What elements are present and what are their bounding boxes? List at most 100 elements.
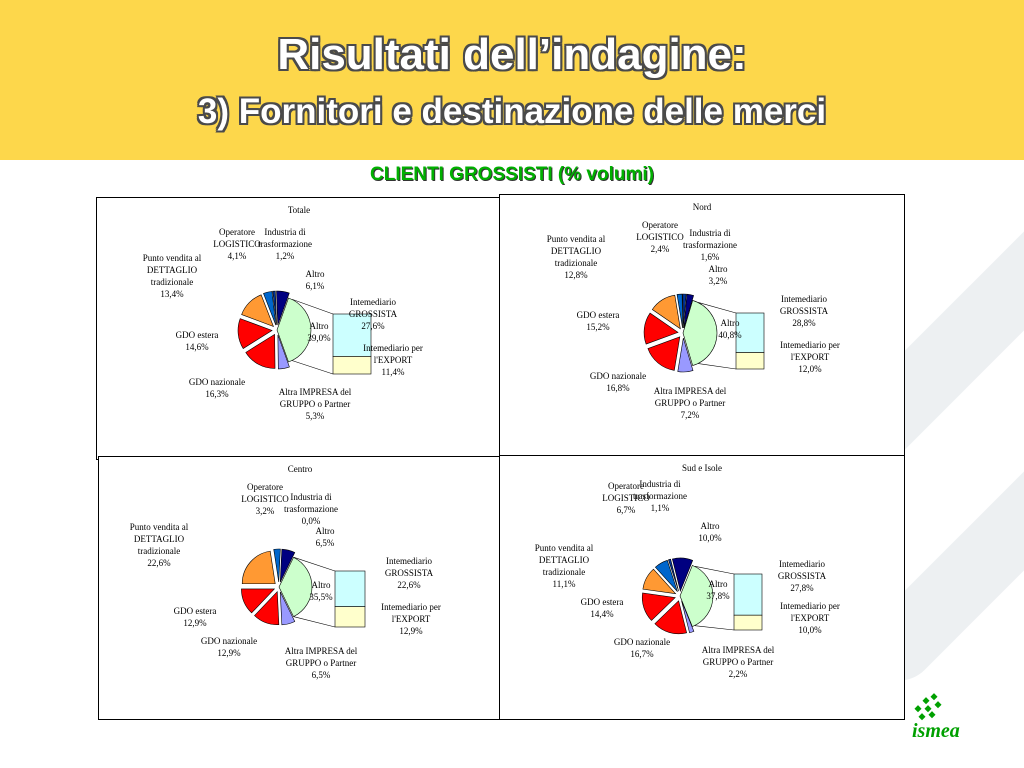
- breakdown-label-name: Intemediario per l'EXPORT: [363, 343, 423, 365]
- slice-label-value: 3,2%: [708, 276, 728, 286]
- slice-label-value: 16,7%: [630, 649, 654, 659]
- breakdown-label-value: 27,8%: [790, 583, 814, 593]
- slice-label-value: 13,4%: [160, 289, 184, 299]
- slice-label-name: GDO nazionale: [188, 377, 246, 387]
- chart-title: Nord: [692, 202, 712, 212]
- breakdown-label-name: Intemediario GROSSISTA: [779, 294, 829, 316]
- slice-label-name: Altra IMPRESA del GRUPPO o Partner: [701, 645, 775, 667]
- slice-label-value: 1,6%: [700, 252, 720, 262]
- breakdown-label-name: Intemediario per l'EXPORT: [780, 601, 840, 623]
- slice-gdo-estera: [241, 588, 276, 614]
- bar-segment-export: [733, 614, 763, 631]
- slice-label-value: 10,0%: [698, 533, 722, 543]
- slice-gdo-nazionale: [254, 590, 280, 625]
- slice-altro: [278, 556, 313, 618]
- page-title: Risultati dell’indagine:: [277, 30, 747, 79]
- breakdown-label-value: 28,8%: [792, 318, 816, 328]
- slice-label-value: 22,6%: [147, 558, 171, 568]
- slice-altro-small: [671, 557, 694, 592]
- slice-label-value: 40,8%: [718, 330, 742, 340]
- slice-label-name: Industria di trasformazione: [258, 227, 312, 249]
- slice-altra-impresa: [681, 600, 695, 634]
- slice-label: Industria di trasformazione 1,2%: [243, 226, 327, 262]
- slice-label-value: 1,2%: [275, 251, 295, 261]
- slice-altra-impresa: [279, 591, 296, 626]
- slice-label-name: Altro: [315, 526, 335, 536]
- slice-operatore-logistico: [263, 291, 277, 326]
- slice-label-value: 12,8%: [564, 270, 588, 280]
- connector-line: [293, 616, 336, 628]
- slice-punto-vendita: [241, 294, 274, 328]
- slice-punto-vendita: [241, 550, 276, 585]
- section-title: CLIENTI GROSSISTI (% volumi): [370, 164, 654, 185]
- slice-label: Altro 3,2%: [676, 263, 760, 287]
- slice-label-value: 6,1%: [305, 281, 325, 291]
- breakdown-label-name: Intemediario GROSSISTA: [777, 559, 827, 581]
- slice-label-name: Punto vendita al DETTAGLIO tradizionale: [534, 543, 594, 577]
- slice-label-value: 6,7%: [616, 505, 636, 515]
- slice-label-name: Operatore LOGISTICO: [636, 220, 684, 242]
- slice-label-value: 14,4%: [590, 609, 614, 619]
- slice-label-name: GDO estera: [580, 597, 624, 607]
- slice-label-value: 12,9%: [183, 618, 207, 628]
- slice-label-value: 1,1%: [650, 503, 670, 513]
- bar-segment-grossista: [735, 312, 765, 353]
- slice-label-name: Operatore LOGISTICO: [241, 482, 289, 504]
- slice-altra-impresa: [677, 337, 694, 373]
- slice-label-name: Altro: [708, 264, 728, 274]
- slice-label-name: Operatore LOGISTICO: [602, 481, 650, 503]
- slice-altro-small: [279, 548, 296, 583]
- breakdown-label-name: Intemediario per l'EXPORT: [381, 602, 441, 624]
- slice-label-value: 0,0%: [301, 516, 321, 526]
- slice-label-value: 3,2%: [255, 506, 275, 516]
- slice-label-name: Altra IMPRESA del GRUPPO o Partner: [284, 646, 358, 668]
- slice-label: Altra IMPRESA del GRUPPO o Partner 6,5%: [279, 645, 363, 681]
- slice-label-name: Punto vendita al DETTAGLIO tradizionale: [546, 234, 606, 268]
- chart-title: Centro: [287, 464, 313, 474]
- connector-line: [698, 363, 737, 370]
- slice-gdo-nazionale: [647, 336, 681, 371]
- slice-label-name: Altra IMPRESA del GRUPPO o Partner: [278, 387, 352, 409]
- slice-label-value: 6,5%: [311, 670, 331, 680]
- slice-label: Altra IMPRESA del GRUPPO o Partner 5,3%: [273, 386, 357, 422]
- slice-label-value: 5,3%: [305, 411, 325, 421]
- pie-chart-totale: [237, 290, 372, 375]
- slice-industria: [668, 558, 679, 592]
- slice-gdo-estera: [643, 312, 679, 345]
- slice-label: GDO estera 14,4%: [560, 596, 644, 620]
- connector-line: [698, 302, 737, 314]
- bar-segment-export: [334, 606, 366, 628]
- slice-label: Punto vendita al DETTAGLIO tradizionale 1…: [522, 542, 606, 590]
- slice-label-value: 11,1%: [552, 579, 576, 589]
- slice-altro: [679, 565, 714, 627]
- slice-industria: [682, 293, 687, 329]
- slice-label-name: Altro: [305, 269, 325, 279]
- connector-line: [694, 625, 735, 631]
- slice-label-value: 6,5%: [315, 538, 335, 548]
- slice-altro-small: [683, 293, 695, 329]
- slice-label: Operatore LOGISTICO 6,7%: [584, 480, 668, 516]
- chart-title: Totale: [287, 205, 311, 215]
- slice-label-name: Industria di trasformazione: [683, 228, 737, 250]
- bar-segment-export: [735, 352, 765, 370]
- connector-line: [293, 557, 336, 572]
